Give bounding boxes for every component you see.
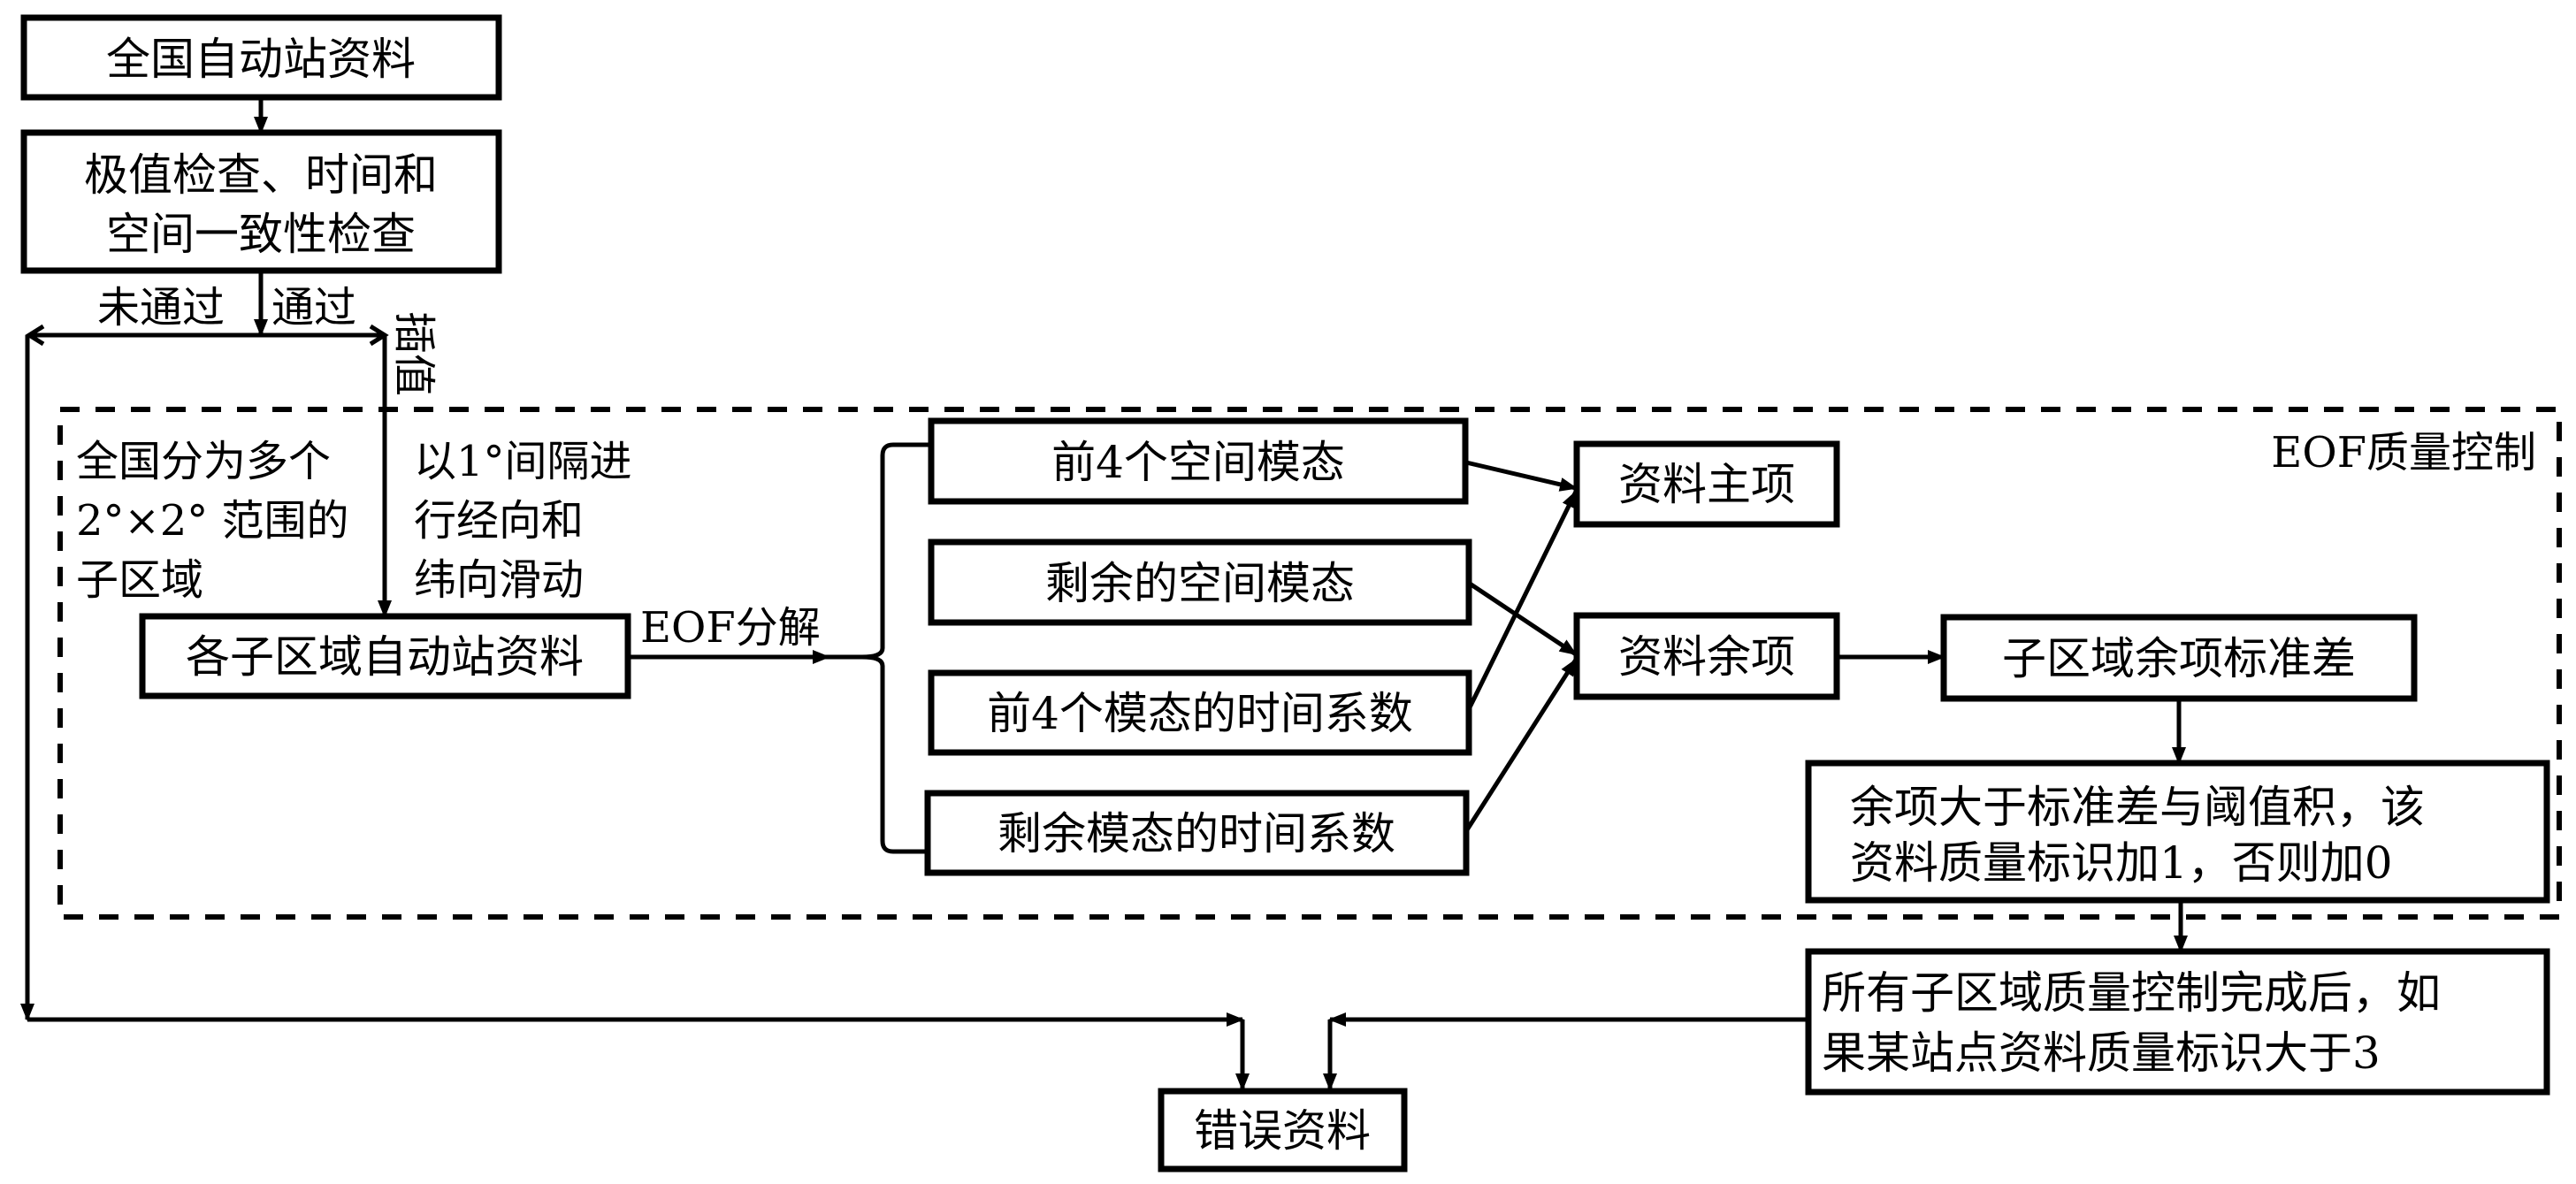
node-first4-spatial-label: 前4个空间模态 — [1051, 437, 1345, 488]
label-eof-decomp: EOF分解 — [640, 603, 821, 653]
label-subdivide-line3: 子区域 — [76, 555, 203, 605]
node-flag-rule — [1805, 760, 2550, 904]
node-rest-spatial — [928, 539, 1472, 626]
label-sliding-line2: 行经向和 — [414, 496, 584, 546]
node-first4-temporal — [928, 669, 1472, 756]
node-subregion-data — [139, 613, 631, 699]
node-national-data-label: 全国自动站资料 — [106, 34, 416, 85]
node-subregion-data-label: 各子区域自动站资料 — [186, 631, 584, 683]
node-final-rule — [1805, 948, 2550, 1096]
label-interpolation: 插值 — [389, 311, 439, 396]
node-residual-term-label: 资料余项 — [1618, 631, 1795, 683]
node-final-rule-line2: 果某站点资料质量标识大于3 — [1822, 1027, 2381, 1079]
label-fail: 未通过 — [97, 283, 225, 332]
label-sliding-line3: 纬向滑动 — [414, 555, 584, 605]
arrow-first4-spatial-to-main — [1465, 460, 1578, 492]
node-residual-std — [1940, 614, 2418, 702]
node-main-term-label: 资料主项 — [1618, 459, 1795, 510]
label-subdivide-line2: 2°×2° 范围的 — [76, 496, 349, 546]
node-error-data — [1158, 1088, 1408, 1173]
node-first4-temporal-label: 前4个模态的时间系数 — [987, 688, 1413, 739]
node-national-data — [20, 14, 502, 101]
eof-qc-group-label: EOF质量控制 — [2271, 428, 2536, 477]
node-residual-term — [1573, 612, 1840, 700]
node-final-rule-line1: 所有子区域质量控制完成后，如 — [1822, 967, 2441, 1019]
node-checks-line1: 极值检查、时间和 — [84, 149, 438, 201]
node-flag-rule-line2: 资料质量标识加1，否则加0 — [1850, 837, 2393, 889]
brace — [861, 442, 929, 854]
arrow-rest-temporal-to-residual — [1464, 658, 1578, 833]
label-sliding-line1: 以1°间隔进 — [414, 437, 632, 486]
node-residual-std-label: 子区域余项标准差 — [2002, 633, 2356, 684]
node-rest-spatial-label: 剩余的空间模态 — [1045, 558, 1355, 609]
node-rest-temporal-label: 剩余模态的时间系数 — [998, 808, 1395, 859]
node-error-data-label: 错误资料 — [1194, 1105, 1371, 1157]
node-checks-line2: 空间一致性检查 — [106, 209, 416, 260]
label-pass: 通过 — [271, 283, 356, 332]
arrow-first4-temporal-to-main — [1467, 490, 1578, 709]
label-subdivide-line1: 全国分为多个 — [76, 437, 331, 486]
arrow-rest-spatial-to-residual — [1468, 581, 1578, 657]
node-main-term — [1573, 440, 1840, 528]
node-flag-rule-line1: 余项大于标准差与阈值积，该 — [1850, 782, 2425, 833]
node-rest-temporal — [924, 790, 1470, 876]
node-first4-spatial — [928, 417, 1469, 505]
eof-qc-group — [57, 407, 2562, 920]
